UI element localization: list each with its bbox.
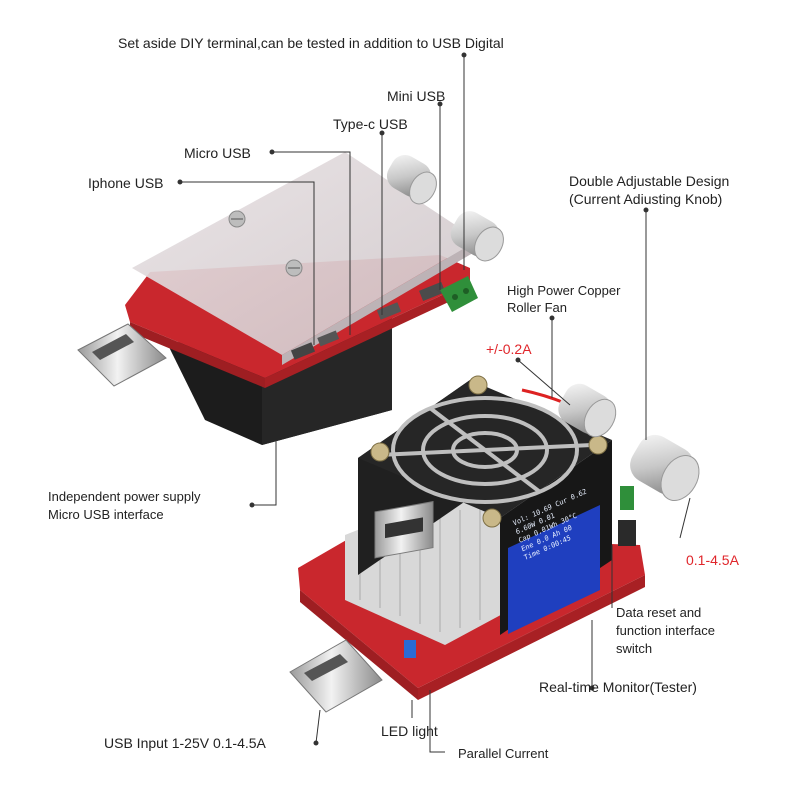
label-reset-line1: Data reset and — [616, 605, 702, 620]
label-micro-usb: Micro USB — [184, 145, 251, 161]
label-usb-input: USB Input 1-25V 0.1-4.5A — [104, 735, 266, 751]
led-light — [404, 640, 416, 658]
fan-screw — [482, 508, 502, 528]
label-fan-line2: Roller Fan — [507, 300, 567, 315]
top-usb-plug — [77, 323, 167, 387]
leader-lines — [177, 52, 691, 753]
reset-switch[interactable] — [618, 520, 636, 546]
mini-usb-port — [419, 281, 446, 302]
label-reset-line2: function interface — [616, 623, 716, 638]
fan-screw — [370, 442, 390, 462]
iphone-usb-port — [290, 342, 316, 360]
label-type-c-usb: Type-c USB — [333, 116, 408, 132]
label-mini-usb: Mini USB — [387, 88, 446, 104]
label-reset-line3: switch — [616, 641, 653, 656]
label-current-knob: (Current Adiusting Knob) — [569, 191, 723, 207]
coarse-knob[interactable] — [653, 449, 706, 508]
fan-grill — [377, 396, 593, 504]
fine-knob[interactable] — [578, 394, 622, 443]
oled-screen — [508, 505, 600, 634]
label-power-supply-line1: Independent power supply — [48, 489, 201, 504]
bottom-device — [289, 375, 706, 713]
label-real-time-monitor: Real-time Monitor(Tester) — [539, 679, 697, 695]
label-diy-terminal: Set aside DIY terminal,can be tested in … — [118, 35, 504, 51]
acrylic-cover — [132, 152, 478, 355]
micro-usb-port — [317, 330, 340, 347]
label-fine-current: +/-0.2A — [486, 341, 532, 357]
fan-screw — [468, 375, 488, 395]
fan-screw — [588, 435, 608, 455]
label-coarse-current: 0.1-4.5A — [686, 552, 739, 568]
label-iphone-usb: Iphone USB — [88, 175, 164, 191]
label-double-adjustable: Double Adjustable Design — [569, 173, 730, 189]
label-fan-line1: High Power Copper — [507, 283, 621, 298]
label-led-light: LED light — [381, 723, 438, 739]
bottom-usb-plug — [289, 639, 383, 713]
top-knob — [474, 226, 504, 262]
green-terminal — [440, 276, 478, 312]
type-c-port — [376, 302, 402, 320]
top-device — [77, 152, 504, 445]
label-power-supply-line2: Micro USB interface — [48, 507, 164, 522]
label-parallel-current: Parallel Current — [458, 746, 549, 761]
top-knob — [409, 171, 437, 205]
